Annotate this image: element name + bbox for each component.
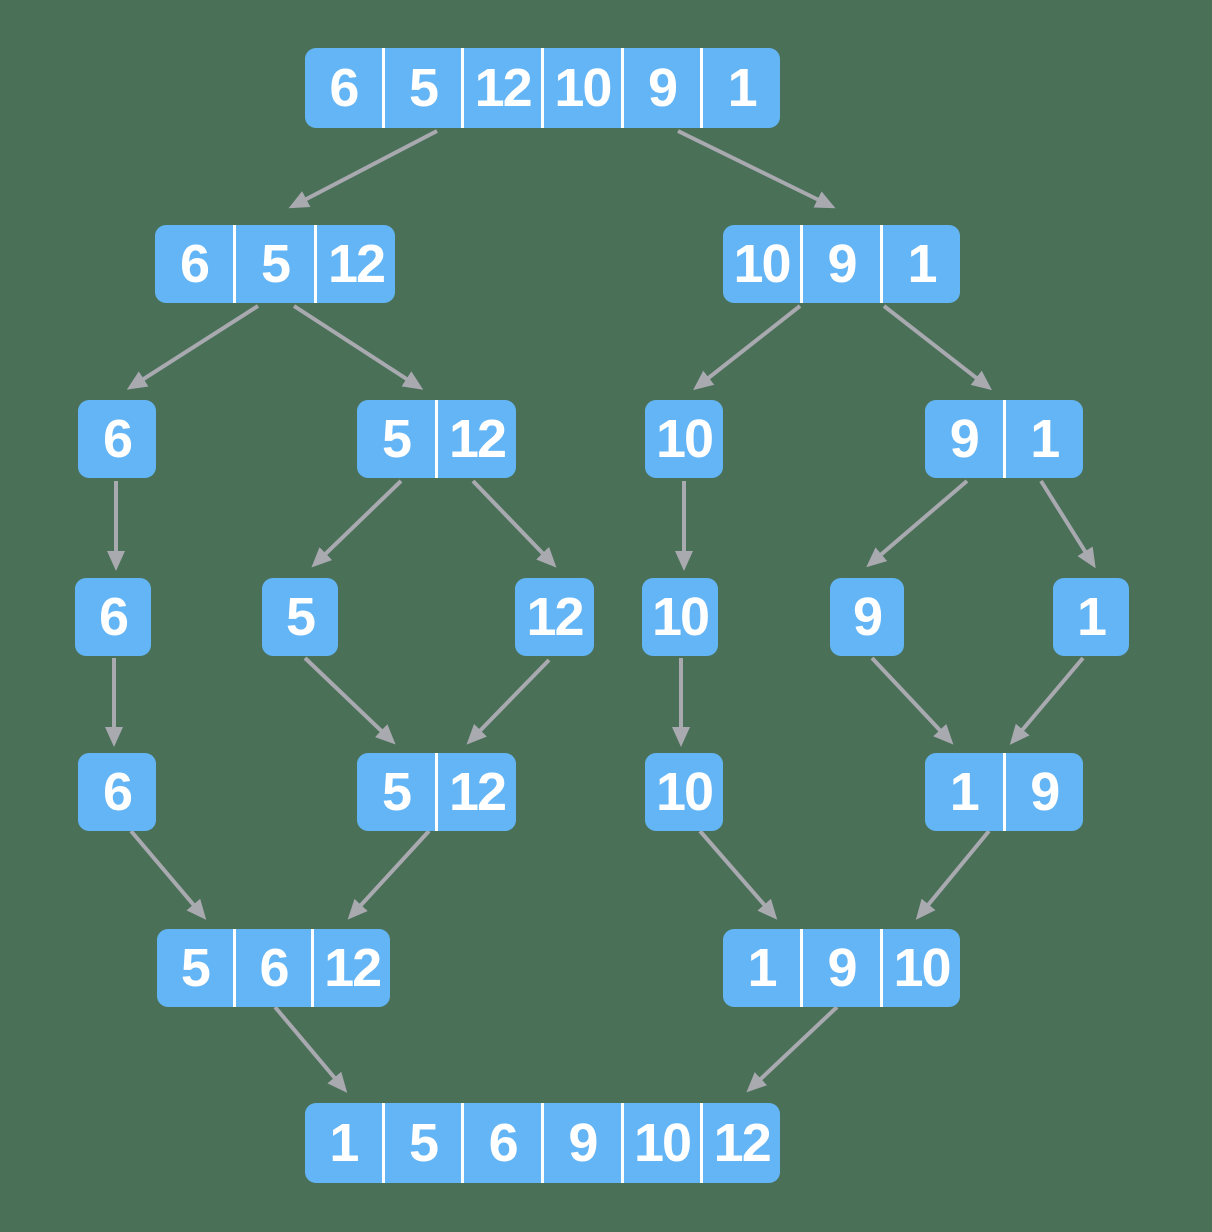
array-cell: 10 — [620, 1103, 701, 1183]
array-cell: 6 — [329, 58, 359, 118]
array-cell: 12 — [461, 48, 541, 128]
array-cell: 9 — [800, 225, 880, 303]
array-cell: 9 — [1002, 753, 1084, 831]
array-cell: 5 — [285, 587, 316, 647]
split-arrow — [882, 304, 992, 391]
array-cell: 6 — [102, 409, 133, 469]
node-l4-5: 5 — [262, 578, 338, 656]
merge-arrow — [1009, 656, 1085, 745]
node-l4-12: 12 — [515, 578, 594, 656]
split-arrow — [471, 479, 557, 568]
array-cell: 10 — [651, 587, 710, 647]
array-cell: 1 — [880, 225, 960, 303]
array-cell: 1 — [747, 938, 777, 998]
merge-arrow — [698, 829, 778, 920]
node-l3-9-1: 9 1 — [925, 400, 1083, 478]
array-cell: 5 — [233, 225, 314, 303]
array-cell: 10 — [655, 762, 714, 822]
node-merged-left: 5 6 12 — [157, 929, 390, 1007]
array-cell: 5 — [381, 48, 462, 128]
array-cell: 6 — [179, 234, 210, 294]
node-l3-10: 10 — [645, 400, 723, 478]
merge-arrow — [915, 829, 991, 920]
array-cell: 12 — [435, 400, 516, 478]
node-l5-5-12: 5 12 — [357, 753, 516, 831]
node-l4-1: 1 — [1053, 578, 1129, 656]
split-arrow — [1039, 479, 1096, 569]
node-l5-10: 10 — [645, 753, 723, 831]
node-sorted-array: 1 5 6 9 10 12 — [305, 1103, 780, 1183]
array-cell: 9 — [800, 929, 880, 1007]
array-cell: 1 — [329, 1113, 359, 1173]
merge-arrow — [273, 1005, 348, 1093]
node-split-right: 10 9 1 — [723, 225, 960, 303]
split-arrow — [126, 304, 260, 390]
array-cell: 6 — [232, 929, 312, 1007]
node-split-left: 6 5 12 — [155, 225, 395, 303]
array-cell: 10 — [541, 48, 621, 128]
array-cell: 6 — [461, 1103, 541, 1183]
array-cell: 12 — [526, 587, 584, 647]
array-cell: 5 — [180, 938, 211, 998]
node-l3-5-12: 5 12 — [357, 400, 516, 478]
split-arrow — [677, 129, 836, 209]
node-l4-9: 9 — [830, 578, 904, 656]
array-cell: 9 — [852, 587, 883, 647]
node-root-array: 6 5 12 10 9 1 — [305, 48, 780, 128]
merge-arrow — [303, 656, 396, 745]
array-cell: 10 — [655, 409, 714, 469]
merge-arrow — [870, 656, 954, 745]
array-cell: 5 — [381, 1103, 462, 1183]
array-cell: 10 — [880, 929, 960, 1007]
array-cell: 1 — [1076, 587, 1107, 647]
node-l4-10: 10 — [642, 578, 718, 656]
node-merged-right: 1 9 10 — [723, 929, 960, 1007]
merge-arrow — [347, 829, 431, 920]
merge-arrow — [129, 829, 207, 920]
node-l3-6: 6 — [78, 400, 156, 478]
array-cell: 10 — [733, 234, 791, 294]
array-cell: 12 — [314, 225, 395, 303]
array-cell: 6 — [98, 587, 129, 647]
split-arrow — [288, 129, 438, 209]
split-arrow — [311, 479, 403, 568]
array-cell: 12 — [311, 929, 390, 1007]
array-cell: 1 — [700, 48, 780, 128]
merge-arrow — [746, 1005, 839, 1093]
merge-arrow — [466, 658, 551, 745]
node-l4-6: 6 — [75, 578, 151, 656]
split-arrow — [292, 304, 424, 390]
array-cell: 9 — [949, 409, 980, 469]
array-cell: 1 — [1002, 400, 1084, 478]
split-arrow — [693, 304, 802, 391]
array-cell: 5 — [381, 762, 412, 822]
array-cell: 5 — [381, 409, 412, 469]
array-cell: 6 — [102, 762, 133, 822]
array-cell: 1 — [949, 762, 980, 822]
array-cell: 9 — [541, 1103, 621, 1183]
node-l5-6: 6 — [78, 753, 156, 831]
split-arrow — [866, 479, 969, 568]
node-l5-1-9: 1 9 — [925, 753, 1083, 831]
array-cell: 12 — [435, 753, 516, 831]
array-cell: 9 — [620, 48, 701, 128]
array-cell: 12 — [700, 1103, 780, 1183]
